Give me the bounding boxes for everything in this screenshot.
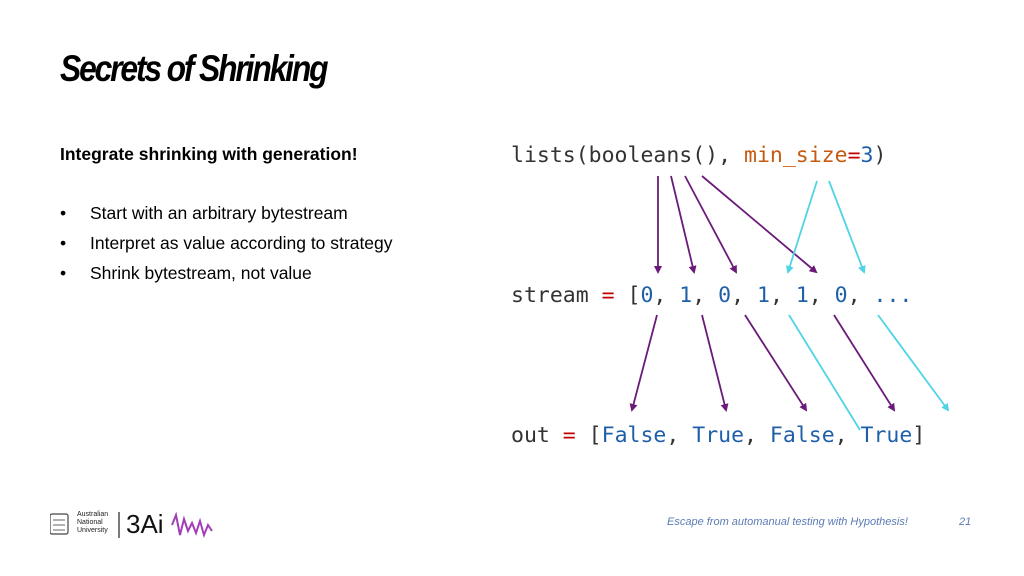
footer-text: Escape from automanual testing with Hypo… [667, 516, 908, 528]
code-ellipsis: ... [873, 283, 913, 308]
output-value: True [860, 423, 913, 448]
slide-title: Secrets of Shrinking [60, 48, 329, 89]
code-separator: , [744, 423, 770, 448]
bullet-text: Start with an arbitrary bytestream [90, 203, 348, 223]
stream-value: 0 [834, 283, 848, 308]
arrow-stream-to-out [629, 314, 658, 412]
code-var-stream: stream [511, 283, 602, 308]
code-close-paren: ) [873, 143, 887, 168]
brand-3ai: 3Ai [126, 509, 164, 539]
bullet-item: • Interpret as value according to strateg… [60, 230, 393, 260]
code-separator: , [847, 283, 874, 308]
stream-value: 1 [795, 283, 809, 308]
code-function-call: lists(booleans(), [511, 143, 744, 168]
bullet-glyph: • [60, 263, 67, 283]
arrow-strategy-to-stream [670, 175, 697, 274]
code-equals: = [847, 143, 861, 168]
code-equals: = [601, 283, 615, 308]
bullet-glyph: • [60, 203, 67, 223]
arrow-stream-to-out-cyan [788, 314, 861, 431]
code-equals: = [562, 423, 576, 448]
stream-value: 0 [718, 283, 732, 308]
code-separator: , [731, 283, 757, 308]
anu-name-line: University [77, 527, 108, 534]
arrow-stream-to-out [833, 314, 896, 412]
code-separator: , [692, 283, 719, 308]
arrow-stream-to-out [744, 314, 808, 412]
bullet-item: • Shrink bytestream, not value [60, 260, 393, 290]
anu-crest-icon [49, 511, 213, 539]
arrow-stream-to-out-cyan [877, 314, 950, 412]
code-separator: , [666, 423, 693, 448]
arrow-strategy-to-stream [701, 175, 818, 274]
code-number: 3 [860, 143, 874, 168]
arrow-minsize-to-stream [786, 180, 818, 274]
stream-value: 1 [679, 283, 693, 308]
bullet-text: Interpret as value according to strategy [90, 233, 393, 253]
anu-name-line: National [77, 519, 103, 526]
code-open-bracket: [ [575, 423, 602, 448]
output-value: False [769, 423, 835, 448]
arrow-minsize-to-stream [828, 180, 866, 274]
bullet-glyph: • [60, 233, 67, 253]
arrow-stream-to-out [701, 314, 729, 412]
code-close-bracket: ] [912, 423, 926, 448]
bullet-item: • Start with an arbitrary bytestream [60, 200, 393, 230]
code-open-bracket: [ [614, 283, 641, 308]
code-line-output: out = [False, True, False, True] [511, 423, 925, 449]
code-separator: , [769, 283, 796, 308]
bullet-text: Shrink bytestream, not value [90, 263, 312, 283]
page-number: 21 [959, 516, 972, 528]
code-separator: , [834, 423, 861, 448]
stream-value: 1 [756, 283, 770, 308]
anu-name-line: Australian [77, 511, 109, 518]
code-line-strategy: lists(booleans(), min_size=3) [511, 143, 886, 169]
slide-subheading: Integrate shrinking with generation! [60, 144, 358, 164]
code-keyword-arg: min_size [744, 143, 848, 168]
stream-value: 0 [640, 283, 654, 308]
output-value: False [601, 423, 667, 448]
code-var-out: out [511, 423, 563, 448]
output-value: True [692, 423, 745, 448]
arrow-strategy-to-stream [684, 175, 737, 274]
bullet-list: • Start with an arbitrary bytestream • Int… [60, 200, 393, 290]
logo-block: Australian National University 3Ai [49, 508, 220, 540]
code-separator: , [653, 283, 680, 308]
code-line-stream: stream = [0, 1, 0, 1, 1, 0, ... [511, 283, 912, 309]
code-separator: , [808, 283, 835, 308]
